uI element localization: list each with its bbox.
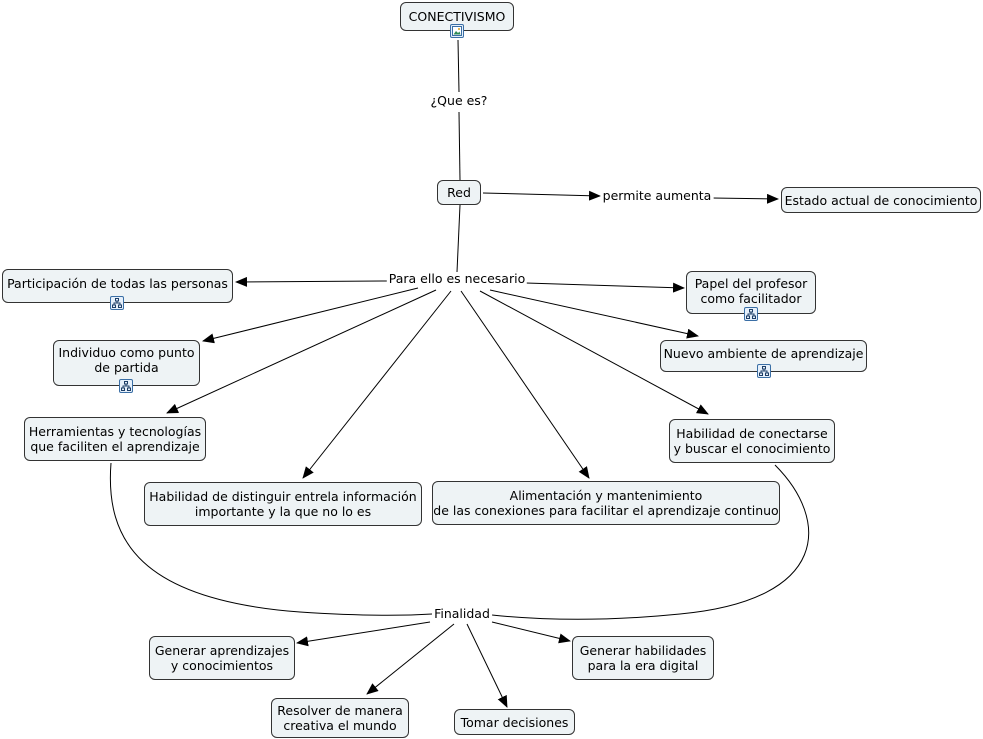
- edge-permite-estado: [711, 193, 779, 204]
- edge-paraello-herramientas: [166, 289, 437, 414]
- edge-paraello-nuevo: [489, 289, 699, 339]
- concept-label: Participación de todas las personas: [7, 276, 228, 291]
- concept-map-resource-icon[interactable]: [110, 296, 124, 310]
- concept-red[interactable]: Red: [437, 180, 481, 205]
- concept-label-line2: y buscar el conocimiento: [673, 441, 831, 456]
- concept-label-line1: Resolver de manera: [277, 703, 403, 718]
- edge-herramientas-finalidad: [109, 462, 433, 616]
- concept-label-line1: Papel del profesor: [694, 276, 808, 291]
- image-resource-icon[interactable]: [450, 24, 464, 38]
- edge-red-permite: [482, 190, 601, 201]
- edge-quees-red: [458, 111, 461, 181]
- edge-paraello-papel: [525, 282, 685, 293]
- concept-label-line2: creativa el mundo: [283, 718, 397, 733]
- concept-label: Red: [447, 185, 471, 200]
- concept-habilidad-distinguir[interactable]: Habilidad de distinguir entrela informac…: [144, 482, 422, 526]
- concept-label-line1: Individuo como punto: [58, 345, 195, 360]
- edge-red-paraello: [456, 204, 461, 273]
- concept-herramientas[interactable]: Herramientas y tecnologías que faciliten…: [24, 417, 206, 461]
- link-finalidad: Finalidad: [432, 606, 492, 621]
- concept-map-resource-icon[interactable]: [119, 379, 133, 393]
- concept-map-resource-icon[interactable]: [757, 364, 771, 378]
- concept-label-line2: como facilitador: [700, 291, 802, 306]
- concept-papel-profesor[interactable]: Papel del profesor como facilitador: [686, 271, 816, 314]
- edge-root-quees: [457, 39, 460, 93]
- concept-label: Estado actual de conocimiento: [784, 192, 978, 208]
- concept-label-line1: Herramientas y tecnologías: [28, 424, 202, 439]
- edge-finalidad-tomar: [466, 623, 508, 708]
- edge-paraello-alimentacion: [460, 290, 590, 479]
- concept-label: Nuevo ambiente de aprendizaje: [663, 346, 864, 361]
- edge-paraello-conectarse: [479, 290, 709, 415]
- edge-paraello-participacion: [235, 276, 391, 287]
- edge-paraello-distinguir: [302, 290, 452, 479]
- concept-label-line1: Generar habilidades: [579, 643, 707, 658]
- link-que-es: ¿Que es?: [428, 93, 490, 108]
- concept-label-line1: Habilidad de conectarse: [676, 426, 828, 441]
- concept-map-resource-icon[interactable]: [744, 307, 758, 321]
- concept-nuevo-ambiente[interactable]: Nuevo ambiente de aprendizaje: [660, 340, 867, 372]
- edge-finalidad-generar-habilidades: [491, 621, 571, 644]
- concept-individuo[interactable]: Individuo como punto de partida: [53, 340, 200, 386]
- concept-label-line2: importante y la que no lo es: [194, 504, 372, 519]
- link-para-ello: Para ello es necesario: [386, 271, 528, 286]
- edge-finalidad-resolver: [366, 623, 455, 695]
- concept-label-line2: para la era digital: [587, 658, 699, 673]
- concept-label-line1: Generar aprendizajes: [154, 643, 290, 658]
- concept-label-line2: que faciliten el aprendizaje: [30, 439, 200, 454]
- edge-conectarse-finalidad: [491, 464, 810, 620]
- concept-label-line1: Habilidad de distinguir entrela informac…: [149, 489, 417, 504]
- concept-resolver[interactable]: Resolver de manera creativa el mundo: [271, 698, 409, 738]
- edge-finalidad-generar-aprendizajes: [296, 621, 431, 647]
- concept-habilidad-conectarse[interactable]: Habilidad de conectarse y buscar el cono…: [669, 419, 835, 463]
- concept-generar-aprendizajes[interactable]: Generar aprendizajes y conocimientos: [149, 636, 295, 680]
- concept-estado-actual[interactable]: Estado actual de conocimiento: [781, 187, 981, 213]
- concept-label: Tomar decisiones: [460, 714, 569, 730]
- concept-label: CONECTIVISMO: [408, 9, 506, 24]
- concept-alimentacion[interactable]: Alimentación y mantenimiento de las cone…: [432, 481, 780, 525]
- concept-label-line1: Alimentación y mantenimiento: [509, 488, 703, 503]
- concept-label-line2: y conocimientos: [170, 658, 274, 673]
- link-permite-aumenta: permite aumenta: [600, 188, 714, 203]
- concept-label-line2: de partida: [94, 360, 159, 375]
- concept-label-line2: de las conexiones para facilitar el apre…: [433, 503, 779, 518]
- concept-generar-habilidades[interactable]: Generar habilidades para la era digital: [572, 636, 714, 680]
- edge-paraello-individuo: [202, 287, 419, 344]
- concept-tomar-decisiones[interactable]: Tomar decisiones: [454, 709, 575, 735]
